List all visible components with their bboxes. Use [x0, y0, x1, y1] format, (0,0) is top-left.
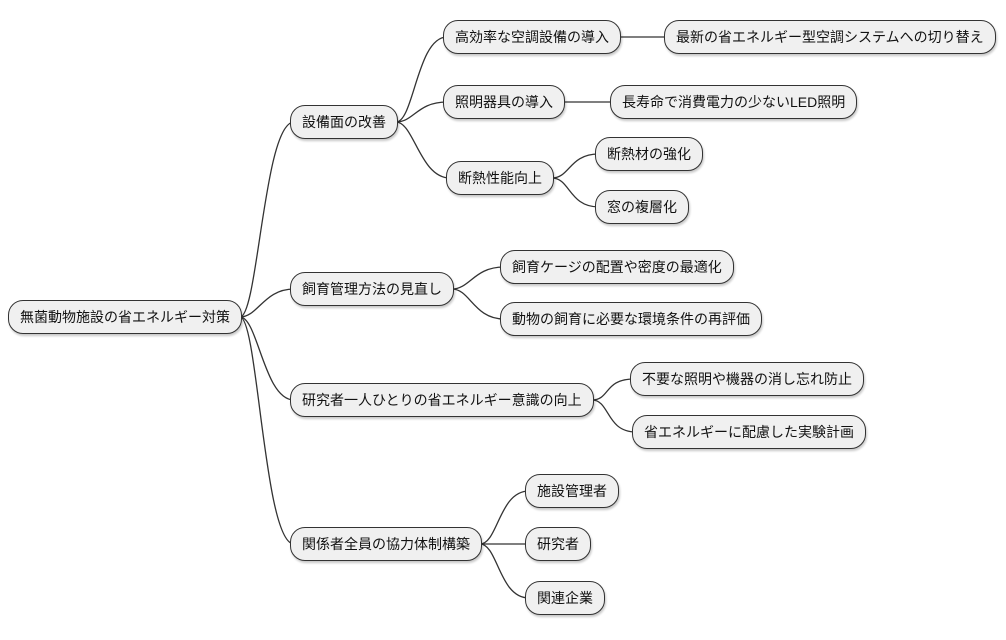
- edge-awareness-planning: [591, 399, 637, 433]
- node-label: 断熱材の強化: [607, 146, 691, 162]
- node-label: 関係者全員の協力体制構築: [302, 536, 470, 552]
- node-label: 不要な照明や機器の消し忘れ防止: [642, 371, 852, 387]
- edge-root-housing: [239, 288, 295, 318]
- mindmap-node-facility-manager: 施設管理者: [525, 474, 619, 509]
- node-label: 長寿命で消費電力の少ないLED照明: [622, 94, 846, 110]
- mindmap-node-environment: 動物の飼育に必要な環境条件の再評価: [500, 302, 762, 337]
- mindmap-node-researcher: 研究者: [525, 527, 591, 562]
- mindmap-node-root: 無菌動物施設の省エネルギー対策: [8, 300, 242, 335]
- node-label: 動物の飼育に必要な環境条件の再評価: [512, 311, 750, 327]
- edge-housing-environment: [451, 288, 505, 320]
- mindmap-node-cage: 飼育ケージの配置や密度の最適化: [500, 250, 734, 285]
- node-label: 設備面の改善: [302, 114, 386, 130]
- mindmap-node-led: 長寿命で消費電力の少ないLED照明: [610, 85, 858, 120]
- mindmap-node-cooperation: 関係者全員の協力体制構築: [290, 527, 482, 562]
- node-label: 飼育管理方法の見直し: [302, 281, 442, 297]
- edge-cooperation-facility-manager: [479, 490, 530, 545]
- mindmap-node-hvac-switch: 最新の省エネルギー型空調システムへの切り替え: [664, 20, 996, 55]
- node-label: 研究者: [537, 536, 579, 552]
- node-label: 研究者一人ひとりの省エネルギー意識の向上: [302, 392, 582, 408]
- edge-awareness-turn-off: [591, 378, 635, 401]
- node-label: 無菌動物施設の省エネルギー対策: [20, 309, 230, 325]
- edge-equipment-hvac: [395, 36, 448, 123]
- node-label: 飼育ケージの配置や密度の最適化: [512, 259, 722, 275]
- mindmap-node-housing: 飼育管理方法の見直し: [290, 272, 454, 307]
- mindmap-node-insulation-material: 断熱材の強化: [595, 137, 703, 172]
- node-label: 関連企業: [537, 590, 593, 606]
- node-label: 高効率な空調設備の導入: [455, 29, 609, 45]
- mindmap-node-window: 窓の複層化: [595, 190, 689, 225]
- mindmap-node-insulation: 断熱性能向上: [446, 161, 554, 196]
- mindmap-node-company: 関連企業: [525, 581, 605, 616]
- edge-housing-cage: [451, 266, 505, 290]
- mindmap-node-awareness: 研究者一人ひとりの省エネルギー意識の向上: [290, 383, 594, 418]
- edge-root-equipment: [239, 121, 295, 318]
- node-label: 省エネルギーに配慮した実験計画: [644, 424, 854, 440]
- node-label: 照明器具の導入: [455, 94, 553, 110]
- edge-root-cooperation: [239, 316, 295, 545]
- edge-cooperation-company: [479, 543, 530, 599]
- mindmap-node-lighting: 照明器具の導入: [443, 85, 565, 120]
- node-label: 施設管理者: [537, 483, 607, 499]
- mindmap-node-turn-off: 不要な照明や機器の消し忘れ防止: [630, 362, 864, 397]
- mindmap-node-hvac: 高効率な空調設備の導入: [443, 20, 621, 55]
- edge-equipment-insulation: [395, 121, 451, 179]
- node-label: 窓の複層化: [607, 199, 677, 215]
- node-label: 断熱性能向上: [458, 170, 542, 186]
- mindmap-node-planning: 省エネルギーに配慮した実験計画: [632, 415, 866, 450]
- edge-root-awareness: [239, 316, 295, 401]
- edge-insulation-window: [551, 177, 600, 208]
- edge-insulation-insulation-material: [551, 153, 600, 179]
- edge-equipment-lighting: [395, 101, 448, 123]
- mindmap-node-equipment: 設備面の改善: [290, 105, 398, 140]
- node-label: 最新の省エネルギー型空調システムへの切り替え: [676, 29, 984, 45]
